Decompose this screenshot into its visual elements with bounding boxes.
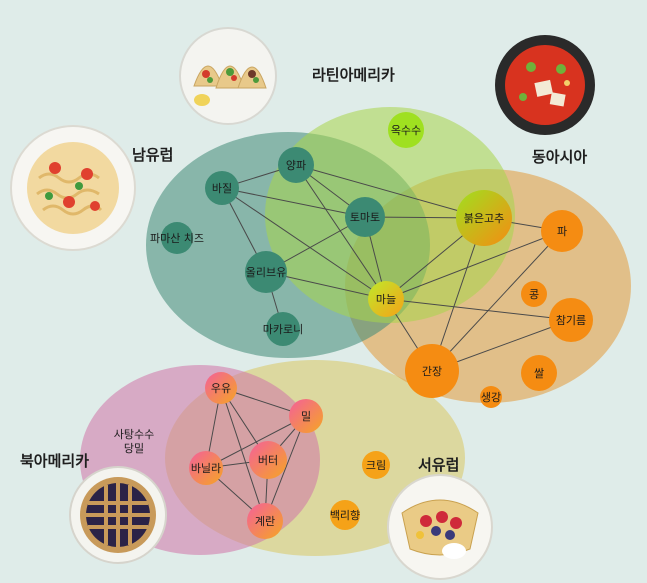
label-molasses: 당밀 [124, 442, 144, 455]
edge-garlic-sesame [385, 298, 572, 321]
node-egg: 계란 [247, 503, 283, 539]
tacos-icon [179, 27, 277, 125]
svg-text:버터: 버터 [258, 454, 278, 467]
svg-text:토마토: 토마토 [350, 211, 380, 224]
node-rice: 쌀 [521, 355, 557, 391]
node-butter: 버터 [249, 441, 287, 479]
edge-flour-vanilla [205, 415, 307, 469]
svg-text:마카로니: 마카로니 [263, 323, 303, 336]
svg-text:참기름: 참기름 [556, 314, 586, 327]
svg-text:크림: 크림 [366, 459, 386, 472]
svg-text:올리브유: 올리브유 [246, 266, 286, 279]
svg-text:파마산 치즈: 파마산 치즈 [150, 232, 204, 245]
svg-text:콩: 콩 [529, 288, 539, 301]
node-wheat: 밀 [289, 399, 323, 433]
edge-garlic-scallion [385, 230, 563, 300]
node-onion: 양파 [278, 147, 314, 183]
svg-text:우유: 우유 [211, 382, 231, 395]
svg-text:계란: 계란 [255, 515, 275, 528]
label-west-europe: 서유럽 [418, 456, 459, 474]
node-basil: 바질 [205, 171, 239, 205]
kimchi-stew-icon [495, 35, 595, 135]
node-sesame-oil: 참기름 [549, 298, 593, 342]
node-bean: 콩 [521, 281, 547, 307]
svg-text:파: 파 [557, 225, 567, 238]
label-south-europe: 남유럽 [132, 146, 173, 164]
label-sugarcane: 사탕수수 [114, 428, 154, 441]
edge-basil-garlic [221, 187, 387, 300]
edge-basil-tomato [221, 187, 366, 218]
svg-text:마늘: 마늘 [376, 293, 396, 306]
edge-onion-redpepper [295, 164, 485, 219]
node-cream: 크림 [362, 451, 390, 479]
node-thyme: 백리향 [330, 500, 360, 530]
crepe-icon [387, 474, 493, 580]
svg-text:밀: 밀 [301, 410, 311, 423]
node-garlic: 마늘 [368, 281, 404, 317]
svg-text:쌀: 쌀 [534, 367, 544, 380]
node-parmesan: 파마산 치즈 [150, 222, 204, 254]
node-soy-sauce: 간장 [405, 344, 459, 398]
node-milk: 우유 [205, 372, 237, 404]
svg-text:옥수수: 옥수수 [391, 124, 421, 137]
svg-text:생강: 생강 [481, 391, 501, 404]
edge-flour-egg [264, 415, 307, 522]
svg-text:백리향: 백리향 [330, 509, 360, 522]
node-red-pepper: 붉은고추 [456, 190, 512, 246]
node-corn: 옥수수 [388, 112, 424, 148]
region-latin-america [265, 107, 515, 323]
node-macaroni: 마카로니 [263, 312, 303, 346]
label-latin-america: 라틴아메리카 [312, 66, 395, 84]
svg-text:붉은고추: 붉은고추 [464, 212, 504, 225]
svg-text:바질: 바질 [212, 182, 232, 195]
svg-text:간장: 간장 [422, 365, 442, 378]
pasta-icon [10, 125, 136, 251]
edge-milk-egg [220, 387, 266, 522]
node-ginger: 생강 [480, 386, 502, 408]
node-olive-oil: 올리브유 [245, 251, 287, 293]
label-north-america: 북아메리카 [20, 452, 89, 470]
pie-icon [69, 466, 167, 564]
node-vanilla: 바닐라 [189, 451, 223, 485]
edge-scallion-soysauce [431, 230, 563, 372]
svg-text:바닐라: 바닐라 [191, 462, 221, 475]
node-tomato: 토마토 [345, 197, 385, 237]
node-scallion: 파 [541, 210, 583, 252]
svg-text:양파: 양파 [286, 159, 306, 172]
label-east-asia: 동아시아 [532, 148, 587, 166]
edge-onion-garlic [295, 164, 387, 300]
